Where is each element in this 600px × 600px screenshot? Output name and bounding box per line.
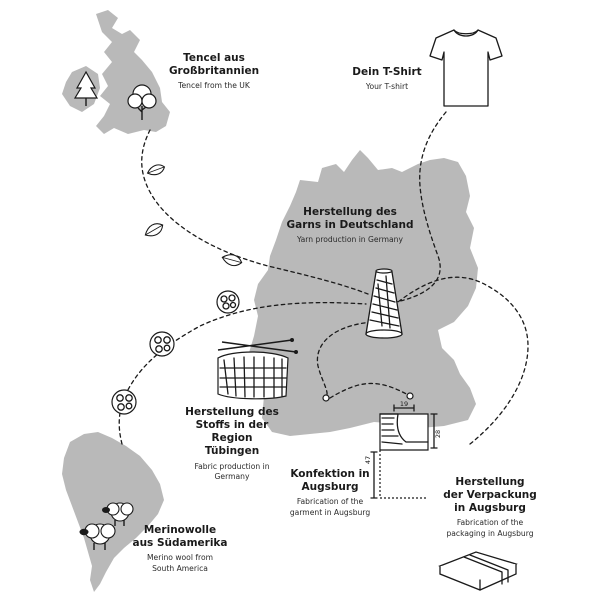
- label-tencel: Tencel aus Großbritannien Tencel from th…: [160, 52, 268, 91]
- pattern-dimension-right: 28: [434, 430, 442, 438]
- label-tencel-subtitle: Tencel from the UK: [178, 81, 250, 91]
- label-packaging-subtitle-2: packaging in Augsburg: [446, 528, 534, 538]
- wool-ball-icon: [111, 389, 137, 415]
- label-yarn-subtitle: Yarn production in Germany: [297, 235, 403, 245]
- route-uk-to-yarn: [141, 129, 369, 295]
- label-merino: Merinowolle aus Südamerika Merino wool f…: [132, 524, 228, 573]
- label-yarn-title-1: Herstellung des: [303, 206, 397, 218]
- label-fabric-subtitle-1: Fabric production in: [194, 461, 270, 471]
- label-fabric-title-2: Stoffs in der Region: [195, 419, 269, 445]
- label-tshirt-title: Dein T-Shirt: [352, 66, 422, 78]
- label-tencel-title-1: Tencel aus: [183, 52, 245, 64]
- uk-ireland-landmass: [62, 10, 170, 134]
- route-packaging-to-yarn: [397, 276, 529, 445]
- leaf-icon: [146, 164, 166, 176]
- route-node: [406, 392, 414, 400]
- box-icon: [438, 551, 518, 591]
- tshirt-icon: [429, 29, 503, 107]
- wool-ball-icon: [216, 290, 240, 314]
- label-tencel-title-2: Großbritannien: [168, 65, 260, 78]
- label-garment-subtitle-2: garment in Augsburg: [289, 507, 371, 517]
- label-packaging: Herstellung der Verpackung in Augsburg F…: [432, 476, 548, 538]
- label-fabric-title-3: Tübingen: [204, 445, 260, 458]
- label-merino-title-1: Merinowolle: [143, 524, 217, 536]
- sheep-icon: [79, 523, 116, 550]
- label-garment-title-1: Konfektion in: [290, 468, 370, 480]
- leaf-icon: [221, 254, 243, 267]
- label-garment: Konfektion in Augsburg Fabrication of th…: [278, 468, 382, 517]
- sheep-icon: [102, 502, 134, 526]
- label-merino-subtitle-1: Merino wool from: [146, 553, 214, 563]
- label-packaging-title-2: der Verpackung: [443, 489, 537, 502]
- knitting-icon: [217, 338, 298, 400]
- leaf-icon: [144, 223, 164, 237]
- pine-tree-icon: [73, 70, 99, 106]
- label-garment-subtitle-1: Fabrication of the: [296, 497, 364, 507]
- tree-icon: [127, 84, 157, 120]
- label-tshirt-subtitle: Your T-shirt: [365, 82, 409, 92]
- label-fabric: Herstellung des Stoffs in der Region Tüb…: [176, 406, 288, 481]
- label-yarn-title-2: Garns in Deutschland: [286, 219, 414, 232]
- label-merino-subtitle-2: South America: [152, 563, 208, 573]
- yarn-cone-icon: [365, 268, 403, 339]
- label-fabric-subtitle-2: Germany: [214, 471, 250, 481]
- route-yarn-to-garment: [316, 321, 411, 399]
- pattern-icon: [370, 404, 438, 499]
- label-tshirt: Dein T-Shirt Your T-shirt: [352, 66, 422, 92]
- label-packaging-title-1: Herstellung: [455, 476, 525, 488]
- route-node: [322, 394, 330, 402]
- pattern-dimension-top: 19: [400, 400, 408, 408]
- pattern-dimension-left: 47: [364, 456, 372, 464]
- label-packaging-title-3: in Augsburg: [454, 502, 526, 515]
- label-merino-title-2: aus Südamerika: [132, 537, 228, 550]
- germany-landmass: [248, 150, 478, 436]
- label-packaging-subtitle-1: Fabrication of the: [456, 518, 524, 528]
- label-garment-title-2: Augsburg: [301, 481, 359, 494]
- wool-ball-icon: [149, 331, 175, 357]
- label-fabric-title-1: Herstellung des: [185, 406, 279, 418]
- label-yarn: Herstellung des Garns in Deutschland Yar…: [286, 206, 414, 245]
- route-tshirt-to-yarn: [395, 111, 447, 303]
